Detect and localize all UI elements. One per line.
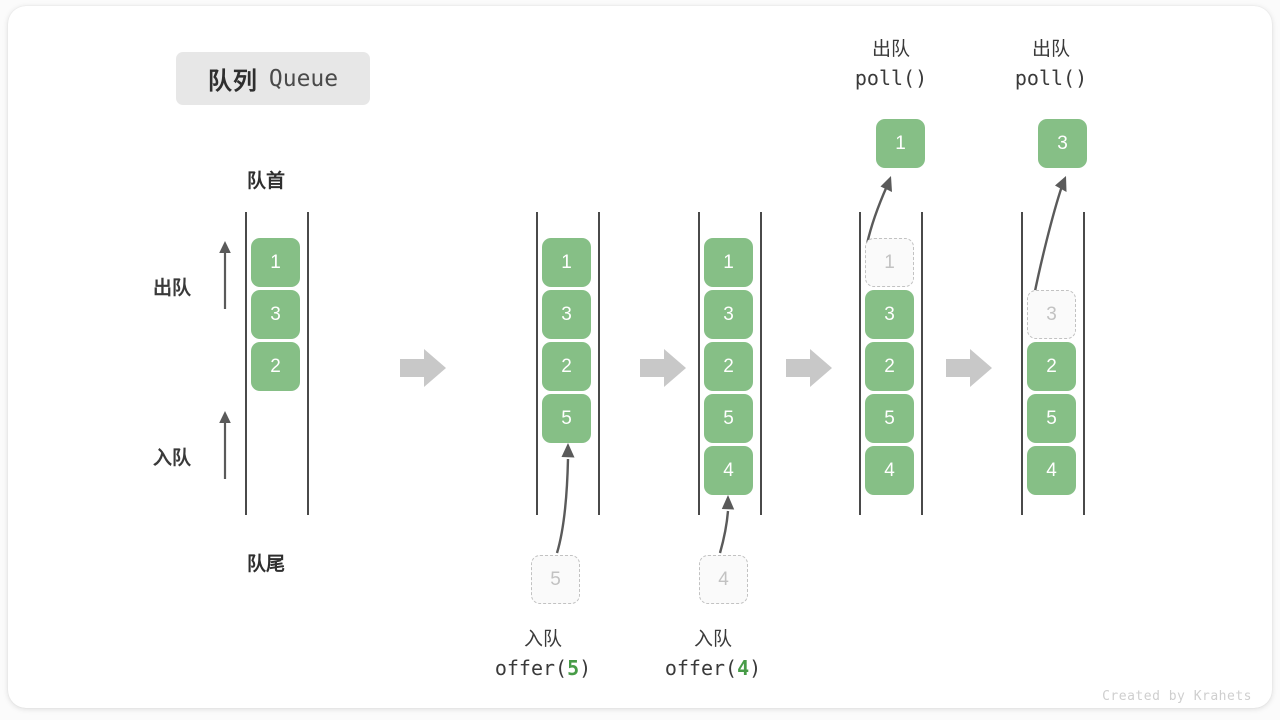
queue-cell: 2 bbox=[865, 342, 914, 391]
operation-caption-poll-1: 出队 poll() bbox=[818, 36, 964, 94]
enqueue-arrow-icon bbox=[219, 411, 231, 479]
caption-code: poll() bbox=[854, 66, 928, 91]
caption-cn: 入队 bbox=[693, 629, 732, 650]
queue-rail-right-c5 bbox=[1083, 212, 1085, 515]
operation-caption-offer5: 入队 offer(5) bbox=[458, 626, 628, 684]
queue-cell: 2 bbox=[542, 342, 591, 391]
queue-cell: 4 bbox=[1027, 446, 1076, 495]
popped-element: 1 bbox=[876, 119, 925, 168]
queue-cell-removed: 3 bbox=[1027, 290, 1076, 339]
queue-rail-left-c2 bbox=[536, 212, 538, 515]
queue-cell: 3 bbox=[865, 290, 914, 339]
queue-cell: 4 bbox=[865, 446, 914, 495]
operation-caption-offer4: 入队 offer(4) bbox=[628, 626, 798, 684]
title-badge: 队列 Queue bbox=[176, 52, 370, 105]
caption-cn: 出队 bbox=[1031, 39, 1070, 60]
queue-cell: 3 bbox=[704, 290, 753, 339]
dequeue-arrow-icon bbox=[219, 241, 231, 309]
queue-rail-right-c3 bbox=[760, 212, 762, 515]
queue-rail-left-c4 bbox=[859, 212, 861, 515]
queue-cell: 2 bbox=[1027, 342, 1076, 391]
queue-cell: 2 bbox=[251, 342, 300, 391]
queue-cell: 2 bbox=[704, 342, 753, 391]
transition-arrow-icon bbox=[946, 349, 992, 387]
queue-cell: 4 bbox=[704, 446, 753, 495]
queue-cell: 5 bbox=[1027, 394, 1076, 443]
title-cn: 队列 bbox=[207, 68, 258, 95]
caption-cn: 入队 bbox=[523, 629, 562, 650]
queue-rail-right-c2 bbox=[598, 212, 600, 515]
caption-code: offer(4) bbox=[664, 656, 762, 681]
popped-element: 3 bbox=[1038, 119, 1087, 168]
queue-cell: 3 bbox=[542, 290, 591, 339]
queue-head-label: 队首 bbox=[247, 171, 286, 192]
queue-cell: 5 bbox=[542, 394, 591, 443]
transition-arrow-icon bbox=[640, 349, 686, 387]
transition-arrow-icon bbox=[400, 349, 446, 387]
queue-tail-label: 队尾 bbox=[247, 554, 286, 575]
queue-rail-left-c1 bbox=[245, 212, 247, 515]
dequeue-curve-arrow-icon bbox=[1032, 176, 1067, 297]
queue-cell: 5 bbox=[865, 394, 914, 443]
queue-cell: 3 bbox=[251, 290, 300, 339]
queue-cell-removed: 1 bbox=[865, 238, 914, 287]
queue-cell: 1 bbox=[251, 238, 300, 287]
queue-rail-right-c4 bbox=[921, 212, 923, 515]
caption-code: offer(5) bbox=[494, 656, 592, 681]
pending-element: 5 bbox=[531, 555, 580, 604]
dequeue-label: 出队 bbox=[153, 278, 192, 299]
caption-cn: 出队 bbox=[871, 39, 910, 60]
enqueue-curve-arrow-icon bbox=[555, 443, 575, 554]
diagram-card: 队列 Queue 队首 队尾 出队 入队 1 3 2 bbox=[8, 6, 1272, 708]
transition-arrow-icon bbox=[786, 349, 832, 387]
enqueue-curve-arrow-icon bbox=[718, 495, 735, 554]
queue-rail-left-c3 bbox=[698, 212, 700, 515]
diagram-stage: 队列 Queue 队首 队尾 出队 入队 1 3 2 bbox=[8, 6, 1272, 708]
queue-cell: 5 bbox=[704, 394, 753, 443]
queue-rail-right-c1 bbox=[307, 212, 309, 515]
caption-code: poll() bbox=[1014, 66, 1088, 91]
pending-element: 4 bbox=[699, 555, 748, 604]
title-en: Queue bbox=[268, 65, 339, 92]
watermark: Created by Krahets bbox=[1102, 689, 1252, 704]
queue-rail-left-c5 bbox=[1021, 212, 1023, 515]
queue-cell: 1 bbox=[704, 238, 753, 287]
queue-cell: 1 bbox=[542, 238, 591, 287]
operation-caption-poll-3: 出队 poll() bbox=[978, 36, 1124, 94]
enqueue-label: 入队 bbox=[153, 448, 192, 469]
